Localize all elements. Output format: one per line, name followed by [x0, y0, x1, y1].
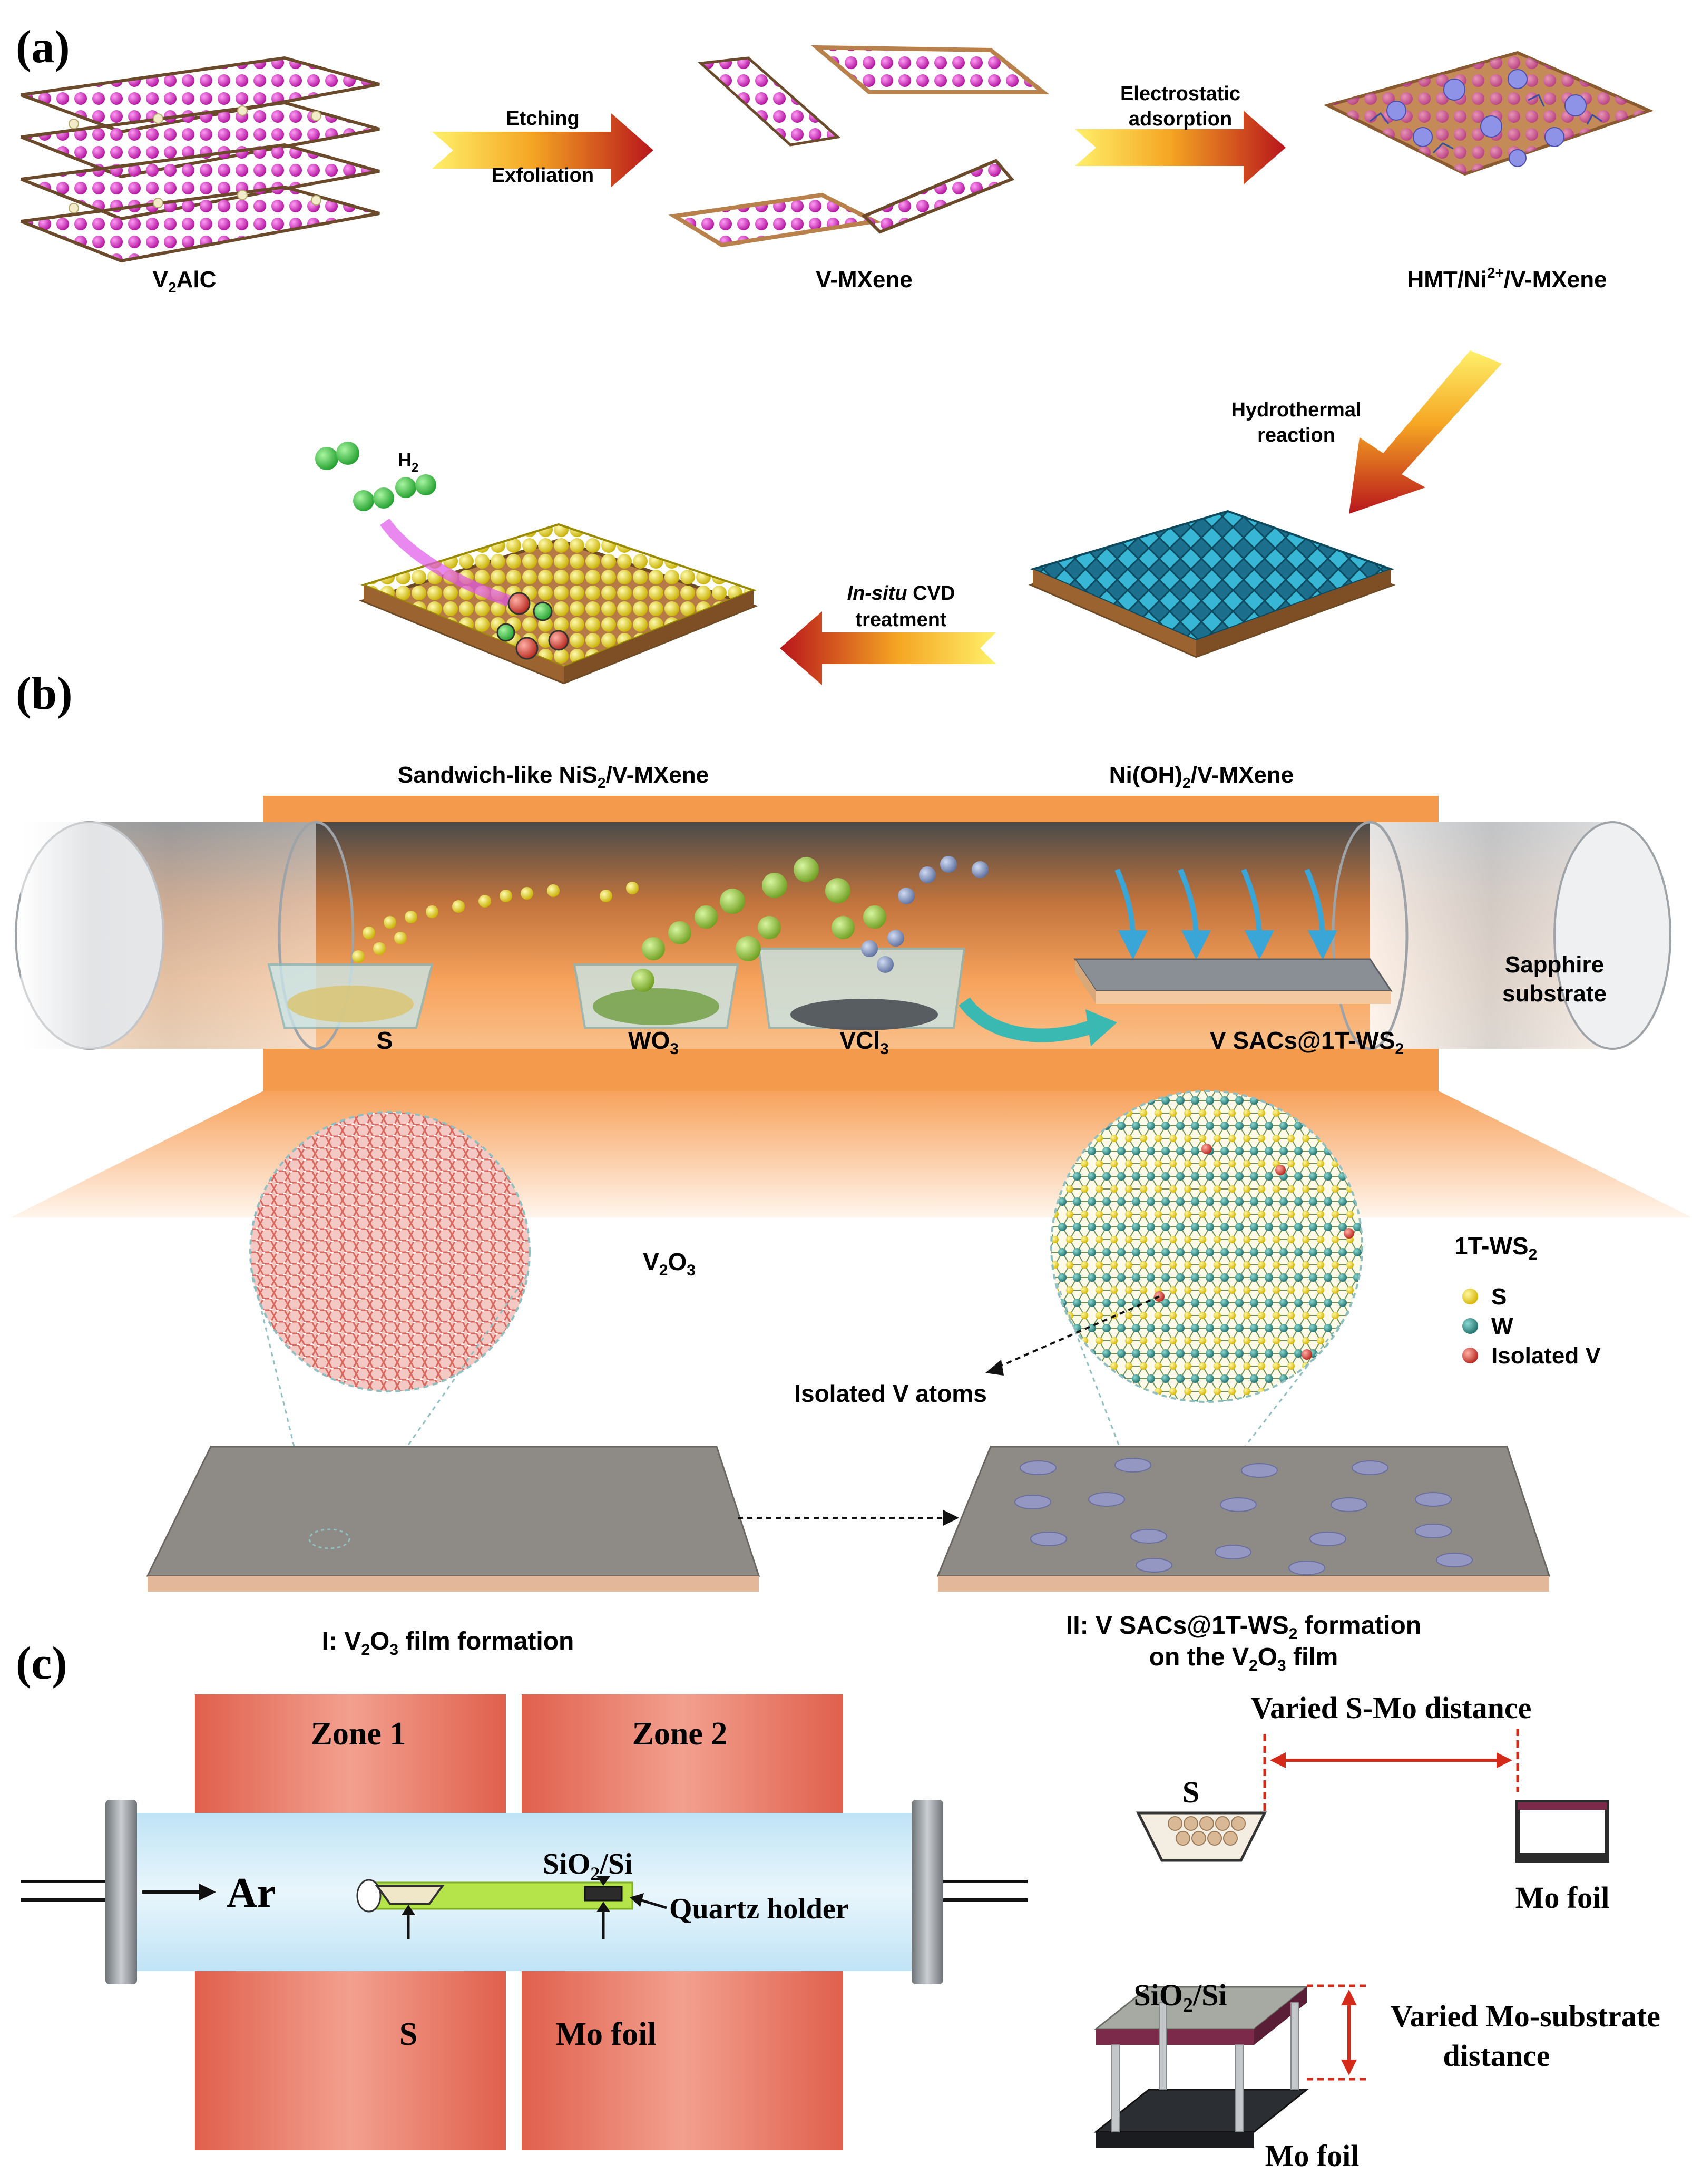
label-vcl3: VCl3: [839, 1027, 888, 1058]
label-etching: Etching: [506, 108, 579, 130]
substrate-stack: [1093, 1986, 1309, 2148]
flow-arrow-head: [1085, 1009, 1117, 1046]
label-sio2-si: SiO2/Si: [543, 1848, 633, 1884]
flow-arrow: [959, 997, 1099, 1042]
quartz-pointer: [640, 1898, 667, 1909]
sapphire-substrate: [1073, 958, 1393, 1004]
left-flange: [105, 1800, 137, 1984]
label-step-1: I: V2O3 film formation: [322, 1627, 574, 1659]
label-quartz-holder: Quartz holder: [669, 1893, 849, 1925]
label-nis2-vmxene: Sandwich-like NiS2/V-MXene: [398, 762, 709, 791]
arrow-hydrothermal: [1349, 350, 1502, 514]
precursor-boats: [267, 948, 966, 1030]
label-varied-mo-substrate: Varied Mo-substrate: [1391, 1999, 1660, 2033]
label-sapphire: Sapphire: [1505, 952, 1604, 978]
label-hydrothermal: Hydrothermal: [1231, 399, 1361, 421]
panel-label-c: (c): [16, 1638, 67, 1689]
label-s-source: S: [377, 1027, 393, 1054]
label-ar: Ar: [227, 1870, 276, 1916]
label-reaction: reaction: [1257, 424, 1335, 446]
label-mo-foil-bottom: Mo foil: [1265, 2139, 1360, 2173]
label-step-2-line1: II: V SACs@1T-WS2 formation: [1066, 1612, 1421, 1643]
isolated-v-pointer: [990, 1295, 1160, 1371]
legend-w-swatch: [1462, 1318, 1478, 1334]
label-electrostatic: Electrostatic: [1120, 83, 1240, 105]
label-nioh2-vmxene: Ni(OH)2/V-MXene: [1109, 762, 1294, 791]
hmt-ni-vmxene-sheet: [1323, 51, 1654, 176]
label-v2alc: V2AlC: [153, 267, 217, 296]
s-mo-arrow-right: [1497, 1752, 1512, 1768]
arrow-in-situ-cvd: [780, 611, 996, 685]
zone2-top: [522, 1694, 843, 1813]
nioh2-vmxene-block: [1028, 510, 1396, 658]
label-wo3: WO3: [628, 1027, 679, 1058]
s-mo-arrow-left: [1270, 1752, 1286, 1768]
mo-foil-in-tube: [584, 1886, 623, 1902]
nis2-vmxene-sandwich: [359, 523, 758, 685]
h2-bubbles: [315, 442, 511, 607]
label-hmt-ni-vmxene: HMT/Ni2+/V-MXene: [1407, 265, 1607, 292]
zone1-bottom: [195, 1971, 506, 2150]
arrow-electrostatic: [1075, 111, 1286, 184]
s-boat: [375, 1885, 445, 1905]
label-in-situ-cvd: In-situ CVD: [847, 582, 955, 604]
v2alc-structure: [20, 56, 380, 263]
isolated-v-pointer-head: [985, 1360, 1004, 1376]
v2o3-film-plate: [146, 1446, 760, 1592]
label-h2: H2: [398, 449, 418, 475]
arrow-etching: [432, 113, 653, 187]
legend-v-swatch: [1462, 1348, 1478, 1363]
label-zone1: Zone 1: [311, 1716, 406, 1752]
deposition-arrows: [1114, 869, 1338, 960]
label-zone2: Zone 2: [632, 1716, 728, 1752]
label-1t-ws2: 1T-WS2: [1454, 1232, 1537, 1263]
legend-s-swatch: [1462, 1289, 1478, 1304]
mo-foil-holder-right: [1515, 1800, 1609, 1863]
label-treatment: treatment: [855, 609, 946, 631]
label-exfoliation: Exfoliation: [492, 164, 594, 187]
right-flange: [912, 1800, 943, 1984]
sio2-pointer-head: [596, 1876, 610, 1886]
panel-label-b: (b): [16, 668, 73, 719]
label-v2o3: V2O3: [643, 1248, 696, 1279]
panel-label-a: (a): [16, 22, 70, 73]
zone1-top: [195, 1694, 506, 1813]
label-v-mxene: V-MXene: [816, 267, 912, 292]
quartz-pointer-head: [630, 1893, 644, 1907]
label-sio2-si-right: SiO2/Si: [1134, 1978, 1227, 2016]
step-arrow-head: [943, 1510, 959, 1526]
s-boat-right: [1136, 1811, 1267, 1862]
label-distance: distance: [1443, 2039, 1550, 2073]
label-s-boat: S: [399, 2016, 417, 2052]
label-step-2-line2: on the V2O3 film: [1149, 1643, 1338, 1674]
label-adsorption: adsorption: [1129, 108, 1232, 130]
mo-sub-arrow-bottom: [1341, 2060, 1357, 2075]
legend-s: S: [1491, 1284, 1507, 1310]
mo-pointer-head: [596, 1902, 610, 1912]
holder-end: [356, 1879, 382, 1913]
vapor-particles: [352, 856, 989, 992]
label-mo-foil: Mo foil: [555, 2016, 656, 2052]
ar-flow-arrow-head: [199, 1884, 216, 1900]
atom-legend: S W Isolated V: [1462, 1284, 1601, 1369]
legend-isolated-v: Isolated V: [1491, 1343, 1601, 1369]
s-pointer-head: [402, 1905, 415, 1915]
mo-sub-arrow-top: [1341, 1990, 1357, 2005]
v2o3-zoom-circle: [249, 1111, 531, 1539]
ws2-film-plate: [936, 1446, 1551, 1592]
label-isolated-v-atoms: Isolated V atoms: [794, 1380, 987, 1407]
label-varied-s-mo: Varied S-Mo distance: [1251, 1691, 1532, 1725]
label-s-right: S: [1182, 1775, 1199, 1809]
furnace-zones: [195, 1694, 843, 2150]
label-mo-foil-right: Mo foil: [1515, 1880, 1610, 1915]
label-substrate: substrate: [1502, 981, 1607, 1007]
zone2-bottom: [522, 1971, 843, 2150]
label-v-sacs-product: V SACs@1T-WS2: [1210, 1027, 1404, 1058]
v-mxene-flakes: [668, 45, 1050, 248]
legend-w: W: [1491, 1313, 1513, 1339]
